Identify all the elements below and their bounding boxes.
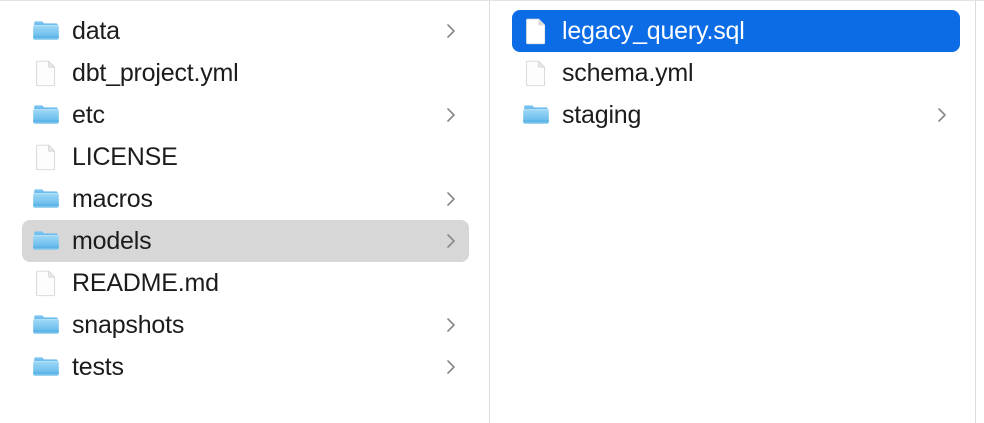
browser-row-label: schema.yml: [562, 59, 694, 87]
browser-row[interactable]: etc: [22, 94, 469, 136]
browser-row[interactable]: data: [22, 10, 469, 52]
folder-icon: [522, 101, 550, 129]
browser-row-label: etc: [72, 101, 105, 129]
browser-row[interactable]: README.md: [22, 262, 469, 304]
browser-row-label: tests: [72, 353, 124, 381]
chevron-right-icon[interactable]: [936, 105, 948, 125]
browser-row-label: LICENSE: [72, 143, 178, 171]
file-icon: [522, 59, 550, 87]
browser-row[interactable]: models: [22, 220, 469, 262]
folder-icon: [32, 185, 60, 213]
file-icon: [32, 143, 60, 171]
browser-row-label: README.md: [72, 269, 219, 297]
chevron-right-icon[interactable]: [445, 189, 457, 209]
browser-row-label: staging: [562, 101, 642, 129]
child-column-list: legacy_query.sql schema.yml staging: [491, 1, 975, 136]
browser-row-label: data: [72, 17, 120, 45]
browser-row[interactable]: LICENSE: [22, 136, 469, 178]
file-icon: [522, 17, 550, 45]
browser-row-label: macros: [72, 185, 153, 213]
chevron-right-icon[interactable]: [445, 231, 457, 251]
chevron-spacer: [936, 63, 948, 83]
browser-row-label: legacy_query.sql: [562, 17, 745, 45]
browser-row-label: models: [72, 227, 152, 255]
folder-icon: [32, 311, 60, 339]
chevron-spacer: [445, 147, 457, 167]
chevron-spacer: [445, 63, 457, 83]
chevron-spacer: [936, 21, 948, 41]
browser-row[interactable]: macros: [22, 178, 469, 220]
folder-icon: [32, 17, 60, 45]
file-icon: [32, 59, 60, 87]
browser-row[interactable]: schema.yml: [512, 52, 960, 94]
browser-row[interactable]: dbt_project.yml: [22, 52, 469, 94]
chevron-right-icon[interactable]: [445, 315, 457, 335]
chevron-spacer: [445, 273, 457, 293]
browser-row[interactable]: legacy_query.sql: [512, 10, 960, 52]
browser-row[interactable]: tests: [22, 346, 469, 388]
chevron-right-icon[interactable]: [445, 357, 457, 377]
browser-row[interactable]: snapshots: [22, 304, 469, 346]
chevron-right-icon[interactable]: [445, 21, 457, 41]
browser-row[interactable]: staging: [512, 94, 960, 136]
child-column: legacy_query.sql schema.yml staging: [491, 1, 976, 423]
folder-icon: [32, 227, 60, 255]
browser-row-label: snapshots: [72, 311, 185, 339]
folder-icon: [32, 353, 60, 381]
chevron-right-icon[interactable]: [445, 105, 457, 125]
browser-row-label: dbt_project.yml: [72, 59, 239, 87]
folder-icon: [32, 101, 60, 129]
file-icon: [32, 269, 60, 297]
